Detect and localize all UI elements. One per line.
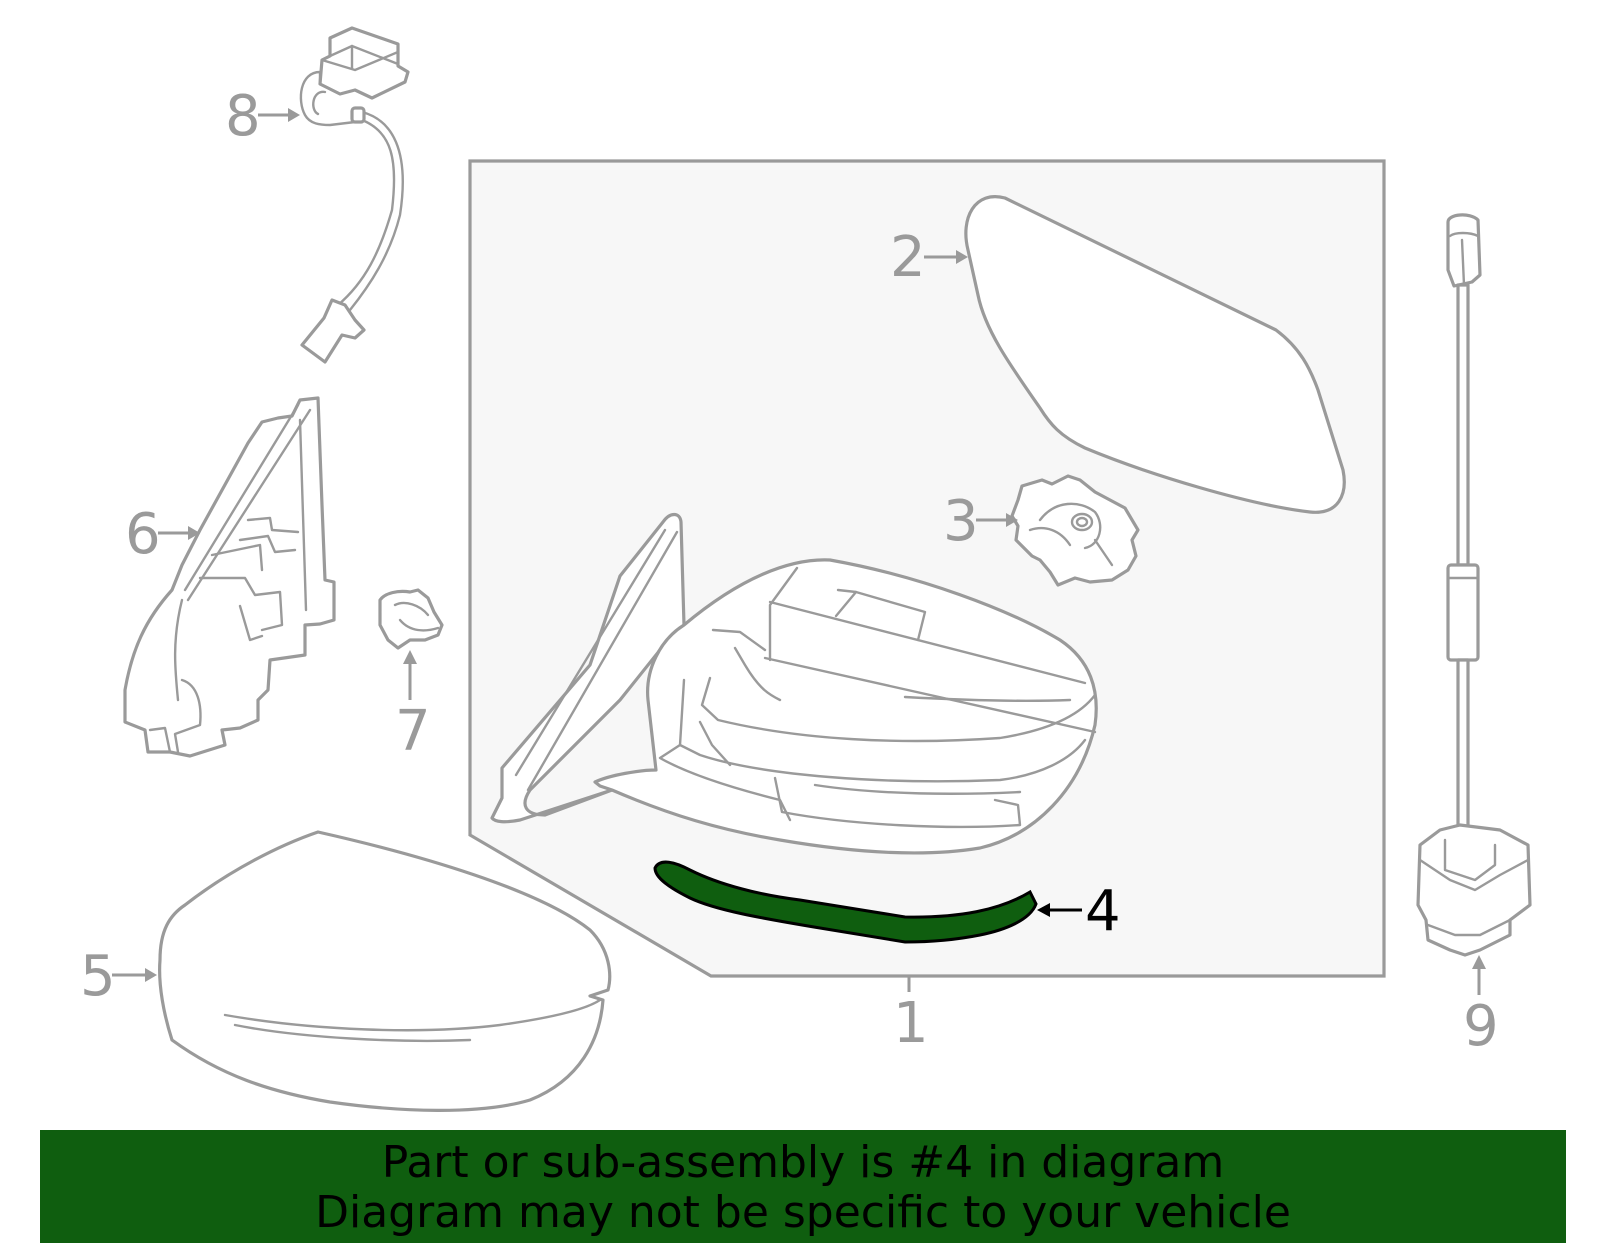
callout-7: 7 (395, 650, 431, 764)
callout-label-9: 9 (1463, 994, 1499, 1059)
mirror-assembly-part[interactable] (490, 512, 1098, 855)
callout-5: 5 (80, 944, 157, 1009)
callout-label-7: 7 (395, 699, 431, 764)
banner-line-disclaimer: Diagram may not be specific to your vehi… (315, 1187, 1291, 1238)
callout-label-8: 8 (225, 84, 261, 149)
callout-1: 1 (893, 977, 929, 1056)
callout-label-4: 4 (1085, 879, 1121, 944)
callout-label-1: 1 (893, 991, 929, 1056)
cable-assembly-part[interactable] (1416, 213, 1532, 957)
callout-4: 4 (1037, 879, 1121, 944)
callout-8: 8 (225, 84, 300, 149)
mirror-base-part[interactable] (123, 396, 336, 758)
wiring-harness-part[interactable] (299, 26, 410, 364)
mirror-cover-part[interactable] (158, 830, 612, 1112)
callout-label-2: 2 (890, 225, 926, 290)
mirror-actuator-part[interactable] (1010, 474, 1140, 587)
callout-label-6: 6 (125, 502, 161, 567)
callout-label-3: 3 (943, 489, 979, 554)
callout-9: 9 (1463, 955, 1499, 1059)
callout-3: 3 (943, 489, 1018, 554)
clip-part[interactable] (378, 588, 444, 650)
mirror-glass-part[interactable] (964, 195, 1346, 514)
banner-line-part: Part or sub-assembly is #4 in diagram (381, 1137, 1225, 1188)
parts-diagram: 1 2 3 4 5 6 7 8 9 (80, 26, 1532, 1112)
callout-6: 6 (125, 502, 200, 567)
callout-2: 2 (890, 225, 968, 290)
info-banner: Part or sub-assembly is #4 in diagram Di… (40, 1130, 1566, 1243)
turn-signal-lamp-part[interactable] (653, 860, 1038, 944)
callout-label-5: 5 (80, 944, 116, 1009)
